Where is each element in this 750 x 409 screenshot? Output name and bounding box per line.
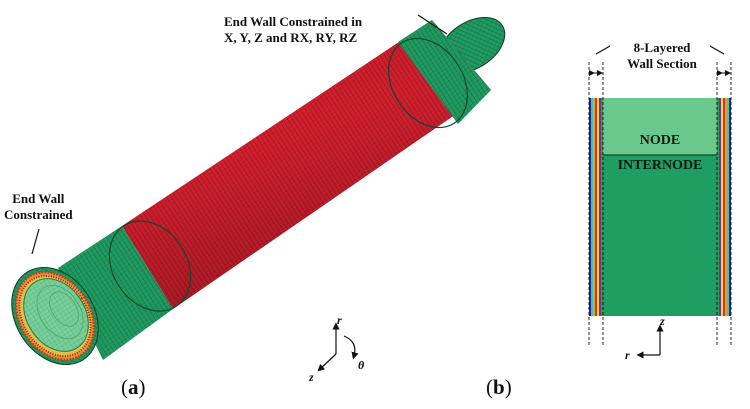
end-wall-left-line1: End Wall xyxy=(12,191,65,206)
leader-right xyxy=(417,14,448,35)
right-layer-strip xyxy=(717,98,731,316)
end-wall-left-line2: Constrained xyxy=(4,207,73,222)
inner-bore xyxy=(23,278,89,352)
end-wall-right-line1: End Wall Constrained in xyxy=(224,14,363,29)
wall-section-title-line2: Wall Section xyxy=(627,56,697,71)
node-label: NODE xyxy=(639,133,681,148)
end-wall-right-line2: X, Y, Z and RX, RY, RZ xyxy=(224,30,358,45)
left-layer-strip xyxy=(589,98,603,316)
wall-section xyxy=(588,45,732,345)
axis-theta-label-a: θ xyxy=(358,358,365,372)
axis-triad-a xyxy=(317,322,359,372)
panel-b-close-paren: ) xyxy=(504,375,512,399)
node-region xyxy=(603,98,717,155)
tube-model xyxy=(11,16,506,366)
wall-section-title: 8-Layered Wall Section xyxy=(612,40,712,72)
end-wall-right-label: End Wall Constrained in X, Y, Z and RX, … xyxy=(224,14,362,46)
panel-label-a: (a) xyxy=(121,375,146,400)
axis-r-label-b: r xyxy=(625,348,630,362)
internode-label: INTERNODE xyxy=(617,158,703,173)
internode-region xyxy=(603,155,717,316)
dashed-guides xyxy=(588,62,732,345)
axis-z-label-a: z xyxy=(309,370,314,384)
panel-a-letter: a xyxy=(128,375,139,399)
axis-triad-b xyxy=(636,324,664,359)
axis-z-label-b: z xyxy=(660,314,665,328)
title-leader-right xyxy=(709,45,725,55)
panel-b-open-paren: ( xyxy=(486,375,493,399)
axis-r-label-a: r xyxy=(337,313,342,327)
panel-label-b: (b) xyxy=(486,375,512,400)
wall-section-title-line1: 8-Layered xyxy=(633,40,691,55)
panel-a-open-paren: ( xyxy=(121,375,128,399)
title-leader-left xyxy=(595,45,611,55)
panel-b-letter: b xyxy=(493,375,505,399)
leader-left xyxy=(31,228,40,255)
panel-a-close-paren: ) xyxy=(138,375,146,399)
end-wall-left-label: End Wall Constrained xyxy=(4,191,73,223)
